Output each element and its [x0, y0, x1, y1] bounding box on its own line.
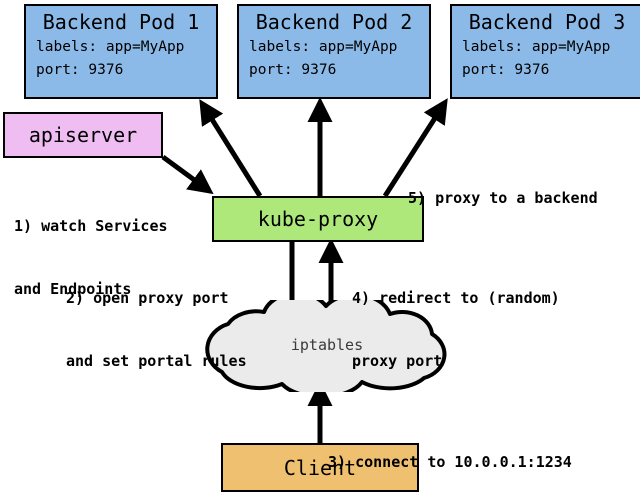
client-node[interactable]: Client [221, 443, 419, 492]
step-2-label: 2) open proxy port and set portal rules [66, 246, 247, 414]
step-1-label: 1) watch Services and Endpoints [14, 174, 168, 342]
step-2-line-1: 2) open proxy port [66, 289, 229, 307]
kube-proxy-node[interactable]: kube-proxy [212, 196, 424, 242]
pod-2-labels: labels: app=MyApp [249, 39, 398, 55]
pod-3-name: Backend Pod 3 [468, 10, 626, 34]
step-4-line-1: 4) redirect to (random) [352, 289, 560, 307]
backend-pod-2[interactable]: Backend Pod 2 labels: app=MyApp port: 93… [237, 4, 431, 99]
kube-proxy-label: kube-proxy [257, 207, 379, 231]
iptables-label: iptables [290, 336, 364, 354]
step-5-label: 5) proxy to a backend [408, 146, 598, 251]
step-3-line-1: 3) connect to 10.0.0.1:1234 [328, 453, 572, 471]
pod-1-port: port: 9376 [36, 62, 124, 78]
pod-1-labels: labels: app=MyApp [36, 39, 185, 55]
step-4-label: 4) redirect to (random) proxy port [352, 246, 560, 414]
step-2-line-2: and set portal rules [66, 352, 247, 370]
edge-kubeproxy-to-pod1 [199, 99, 263, 198]
backend-pod-1[interactable]: Backend Pod 1 labels: app=MyApp port: 93… [24, 4, 218, 99]
pod-2-port: port: 9376 [249, 62, 337, 78]
pod-3-labels: labels: app=MyApp [462, 39, 611, 55]
edge-apiserver-to-kubeproxy [161, 154, 214, 195]
step-4-line-2: proxy port [352, 352, 443, 370]
pod-3-port: port: 9376 [462, 62, 550, 78]
client-label: Client [283, 455, 357, 480]
apiserver-node[interactable]: apiserver [3, 112, 163, 158]
step-1-line-1: 1) watch Services [14, 217, 168, 235]
pod-2-name: Backend Pod 2 [255, 10, 413, 34]
step-5-line-1: 5) proxy to a backend [408, 189, 598, 207]
pod-1-name: Backend Pod 1 [42, 10, 200, 34]
backend-pod-3[interactable]: Backend Pod 3 labels: app=MyApp port: 93… [450, 4, 640, 99]
step-3-label: 3) connect to 10.0.0.1:1234 [328, 410, 572, 494]
apiserver-label: apiserver [28, 123, 138, 147]
edge-kubeproxy-to-pod3 [382, 98, 448, 198]
step-1-line-2: and Endpoints [14, 280, 132, 298]
